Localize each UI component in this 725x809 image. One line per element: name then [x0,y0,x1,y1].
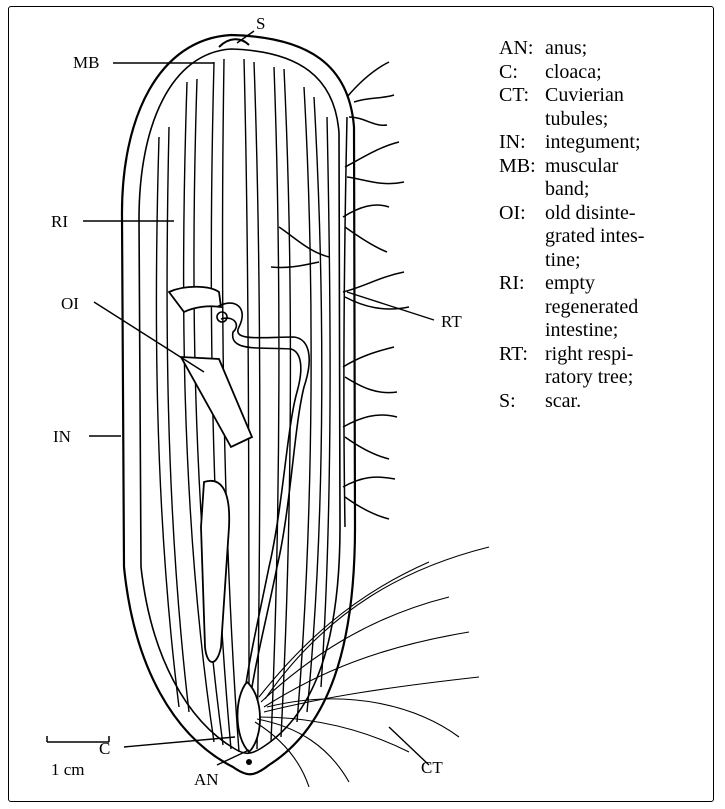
regenerated-intestine [217,303,309,707]
legend-definition: Cuvieriantubules; [545,84,714,131]
legend-item: S:scar. [499,390,714,414]
legend-definition: scar. [545,390,714,414]
legend-item: CT:Cuvieriantubules; [499,84,714,131]
legend-abbreviation: S: [499,390,545,414]
respiratory-branch [343,415,397,459]
anus [246,759,252,765]
muscular-band [271,67,279,742]
legend-definition-line: tine; [545,249,714,273]
legend-abbreviation: RT: [499,343,545,367]
legend-definition: emptyregeneratedintestine; [545,272,714,343]
leader-AN [217,750,249,765]
legend-definition-line: tubules; [545,108,714,132]
figure-frame: S MB RI OI IN RT C AN CT 1 cm AN:anus;C:… [8,6,714,802]
legend-item: RI:emptyregeneratedintestine; [499,272,714,343]
muscular-band [281,69,290,737]
legend-abbreviation: CT: [499,84,545,108]
legend-definition-line: empty [545,272,714,296]
respiratory-branch [343,205,389,252]
legend-abbreviation: MB: [499,155,545,179]
muscular-band [307,97,322,712]
legend-definition: integument; [545,131,714,155]
legend-abbreviation: C: [499,61,545,85]
label-CT: CT [421,758,443,777]
label-AN: AN [194,770,219,789]
legend-item: OI:old disinte-grated intes-tine; [499,202,714,273]
scale-bar-label: 1 cm [51,760,85,779]
old-intestine-fragment [201,481,229,662]
legend-abbreviation: RI: [499,272,545,296]
legend-definition-line: old disinte- [545,202,714,226]
cloaca [237,682,260,752]
inner-integument [139,49,340,753]
cuvierian-tubules [255,547,489,787]
cuvierian-tubule [264,677,479,712]
legend-definition: old disinte-grated intes-tine; [545,202,714,273]
old-intestine [169,287,252,662]
legend-definition-line: right respi- [545,343,714,367]
legend-definition: muscularband; [545,155,714,202]
respiratory-branch [343,477,395,519]
legend-definition-line: Cuvierian [545,84,714,108]
regenerated-intestine-loop [217,303,309,707]
legend-definition: anus; [545,37,714,61]
legend-definition-line: band; [545,178,714,202]
respiratory-branch [347,62,394,125]
legend-definition-line: regenerated [545,296,714,320]
legend-definition-line: ratory tree; [545,366,714,390]
muscular-bands [156,59,330,752]
legend-item: AN:anus; [499,37,714,61]
label-OI: OI [61,294,79,313]
legend-abbreviation: OI: [499,202,545,226]
label-S: S [256,14,265,33]
legend-definition: right respi-ratory tree; [545,343,714,390]
muscular-band [254,62,260,749]
leader-RT [347,292,434,320]
respiratory-branch [343,347,397,393]
legend-abbreviation: AN: [499,37,545,61]
label-MB: MB [73,53,99,72]
leader-C [124,737,235,747]
legend-definition: cloaca; [545,61,714,85]
legend-definition-line: intestine; [545,319,714,343]
legend-item: C:cloaca; [499,61,714,85]
label-RI: RI [51,212,68,231]
muscular-band [297,87,311,722]
scar [219,39,249,47]
legend-abbreviation: IN: [499,131,545,155]
legend-item: IN:integument; [499,131,714,155]
intestine-knot [217,312,227,322]
respiratory-tree-trunk [344,117,347,527]
old-intestine-lower [181,357,252,447]
label-RT: RT [441,312,462,331]
legend-item: MB:muscularband; [499,155,714,202]
legend-definition-line: grated intes- [545,225,714,249]
legend: AN:anus;C:cloaca;CT:Cuvieriantubules;IN:… [499,37,714,413]
legend-definition-line: scar. [545,390,714,414]
respiratory-branch [343,272,409,309]
leader-OI [94,302,204,372]
legend-definition-line: integument; [545,131,714,155]
old-intestine-upper [169,287,221,312]
label-IN: IN [53,427,71,446]
muscular-band [244,59,249,752]
cuvierian-tubule [261,597,449,702]
legend-definition-line: anus; [545,37,714,61]
legend-definition-line: cloaca; [545,61,714,85]
cuvierian-tubule [264,632,469,707]
legend-definition-line: muscular [545,155,714,179]
legend-item: RT:right respi-ratory tree; [499,343,714,390]
